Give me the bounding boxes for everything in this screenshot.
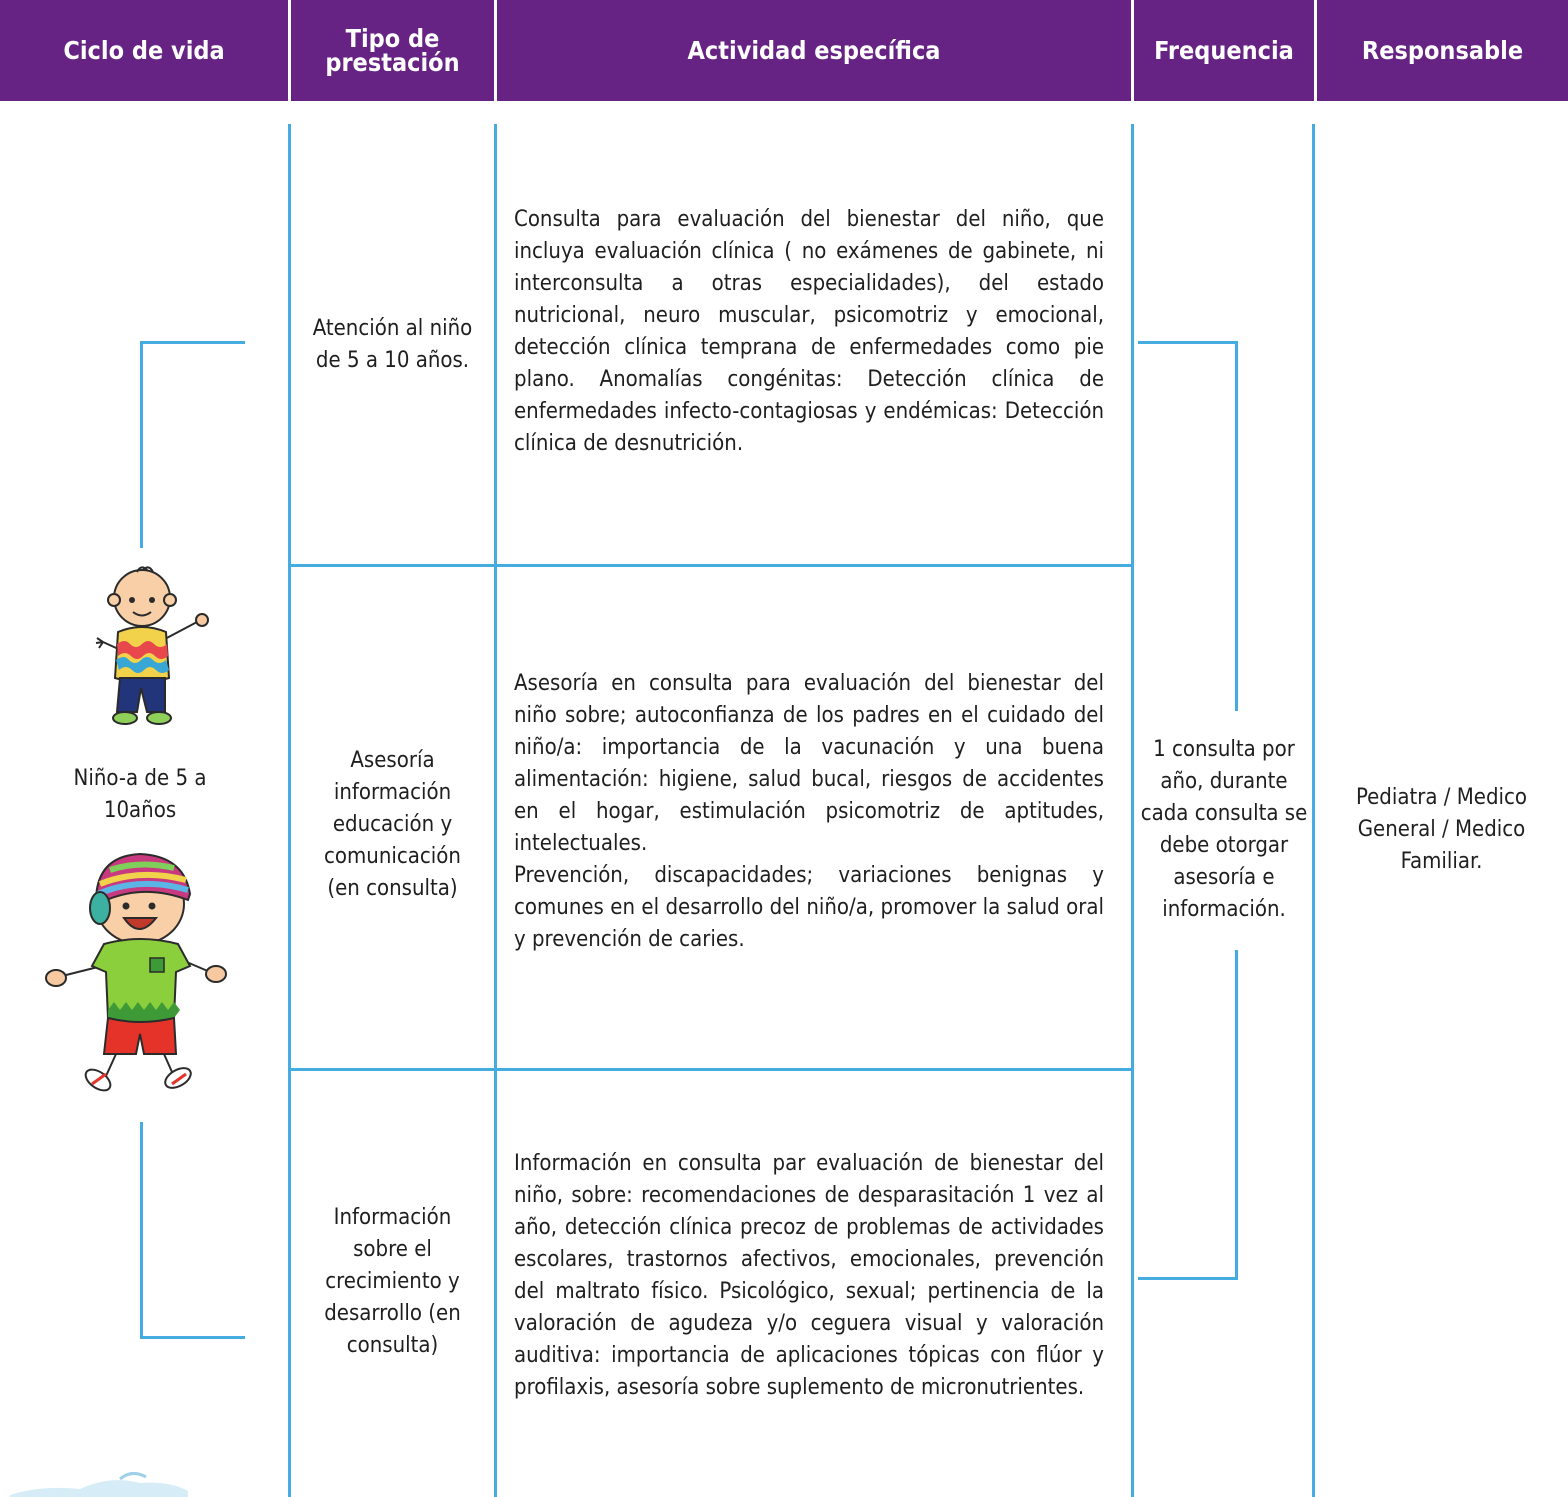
row2-actividad-paragraph-2: Prevención, discapacidades; variaciones … [514, 863, 1104, 952]
row-divider-1 [291, 564, 1131, 567]
header-actividad-especifica: Actividad específica [497, 0, 1131, 101]
rule-col-4 [1312, 124, 1315, 1497]
header-ciclo-de-vida: Ciclo de vida [0, 0, 288, 101]
row-divider-2 [291, 1068, 1131, 1071]
rule-col-2 [494, 124, 497, 1497]
cloud-decoration [10, 1472, 188, 1497]
row2-tipo-text: Asesoría información educación y comunic… [324, 748, 461, 901]
row3-tipo-text: Información sobre el crecimiento y desar… [324, 1205, 461, 1358]
frecuencia-cell: 1 consulta por año, durante cada consult… [1134, 720, 1314, 940]
header-ciclo-label: Ciclo de vida [63, 35, 225, 65]
row3-actividad: Información en consulta par evaluación d… [514, 1148, 1104, 1404]
bracket-left-bottom-arm [140, 1336, 245, 1339]
row1-actividad-paragraph: Consulta para evaluación del bienestar d… [514, 207, 1104, 456]
bracket-right-bottom-arm [1138, 1277, 1238, 1280]
header-frecuencia: Frequencia [1134, 0, 1314, 101]
row2-tipo: Asesoría información educación y comunic… [291, 735, 494, 915]
ciclo-label: Niño-a de 5 a 10años [40, 760, 240, 830]
rule-col-1 [288, 124, 291, 1497]
rule-col-3 [1131, 124, 1134, 1497]
bracket-left-bottom-stem [140, 1122, 143, 1339]
header-actividad-label: Actividad específica [687, 35, 941, 65]
row3-tipo: Información sobre el crecimiento y desar… [291, 1192, 494, 1372]
header-responsable: Responsable [1317, 0, 1568, 101]
toddler-illustration [95, 566, 209, 725]
bracket-right-top-stem [1235, 341, 1238, 711]
header-tipo-de-prestacion: Tipo de prestación [291, 0, 494, 101]
frecuencia-text: 1 consulta por año, durante cada consult… [1140, 737, 1308, 922]
row3-actividad-paragraph: Información en consulta par evaluación d… [514, 1151, 1104, 1400]
bracket-left-top-stem [140, 341, 143, 548]
bracket-left-top-arm [140, 341, 245, 344]
row2-actividad: Asesoría en consulta para evaluación del… [514, 668, 1104, 956]
row2-actividad-paragraph-1: Asesoría en consulta para evaluación del… [514, 671, 1104, 856]
row1-tipo: Atención al niño de 5 a 10 años. [291, 300, 494, 390]
row1-actividad: Consulta para evaluación del bienestar d… [514, 204, 1104, 460]
responsable-cell: Pediatra / Medico General / Medico Famil… [1315, 775, 1568, 885]
boy-illustration [45, 852, 227, 1092]
header-frecuencia-label: Frequencia [1154, 35, 1294, 65]
bracket-right-bottom-stem [1235, 950, 1238, 1280]
row1-tipo-text: Atención al niño de 5 a 10 años. [312, 316, 473, 373]
responsable-text: Pediatra / Medico General / Medico Famil… [1355, 785, 1528, 874]
header-responsable-label: Responsable [1361, 35, 1524, 65]
bracket-right-top-arm [1138, 341, 1238, 344]
ciclo-label-text: Niño-a de 5 a 10años [73, 766, 207, 823]
header-tipo-label: Tipo de prestación [325, 23, 460, 77]
